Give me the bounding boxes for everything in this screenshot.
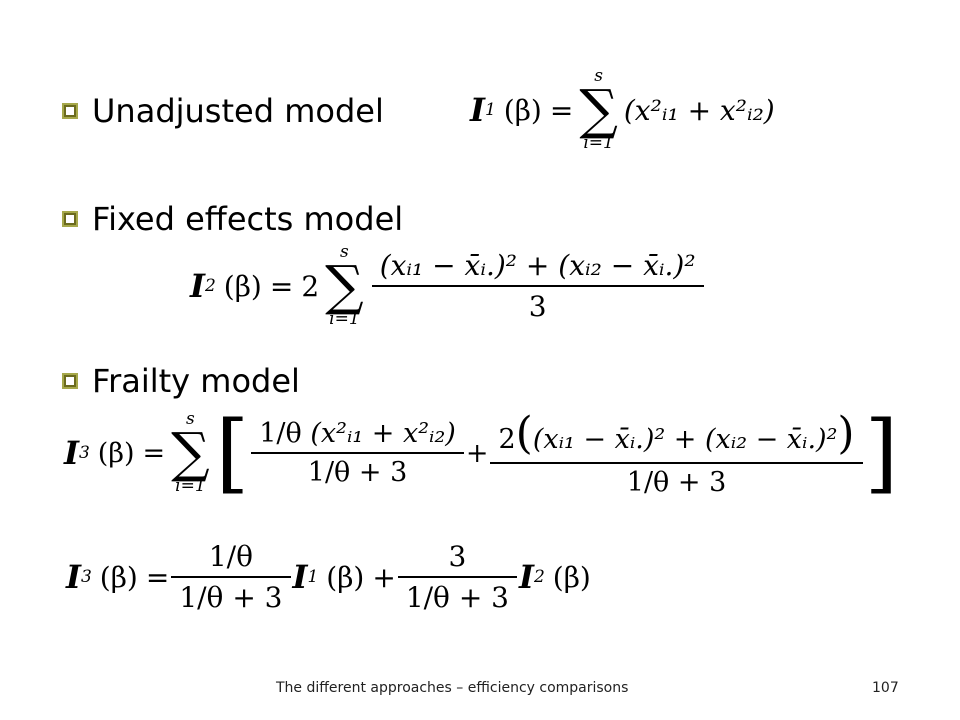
footer-title: The different approaches – efficiency co… [276, 680, 629, 696]
bullet-label: Fixed effects model [92, 200, 404, 238]
summation: s ∑ i=1 [579, 66, 618, 153]
bullet-unadjusted-model: Unadjusted model [62, 92, 384, 130]
fisher-info-symbol: I [519, 558, 534, 596]
fisher-info-symbol: I [64, 434, 79, 472]
page-number: 107 [872, 680, 899, 696]
fraction: 2((xᵢ₁ − x̄ᵢ.)² + (xᵢ₂ − x̄ᵢ.)²) 1/θ + 3 [490, 408, 863, 498]
fisher-info-symbol: I [470, 91, 485, 129]
fisher-info-symbol: I [292, 558, 308, 596]
summation: s ∑ i=1 [325, 242, 364, 329]
square-bullet-icon [62, 373, 78, 389]
bullet-fixed-effects-model: Fixed effects model [62, 200, 403, 238]
bullet-frailty-model: Frailty model [62, 362, 300, 400]
summation: s ∑ i=1 [171, 409, 210, 496]
fraction: (xᵢ₁ − x̄ᵢ.)² + (xᵢ₂ − x̄ᵢ.)² 3 [371, 249, 704, 323]
fraction: 1/θ (x²ᵢ₁ + x²ᵢ₂) 1/θ + 3 [251, 418, 464, 488]
bullet-label: Unadjusted model [92, 92, 384, 130]
fisher-info-symbol: I [66, 558, 81, 596]
slide-footer: The different approaches – efficiency co… [0, 680, 960, 700]
bullet-label: Frailty model [92, 362, 300, 400]
fraction: 1/θ 1/θ + 3 [171, 540, 291, 614]
square-bullet-icon [62, 211, 78, 227]
fisher-info-symbol: I [190, 267, 205, 305]
fraction: 3 1/θ + 3 [397, 540, 517, 614]
square-bullet-icon [62, 103, 78, 119]
